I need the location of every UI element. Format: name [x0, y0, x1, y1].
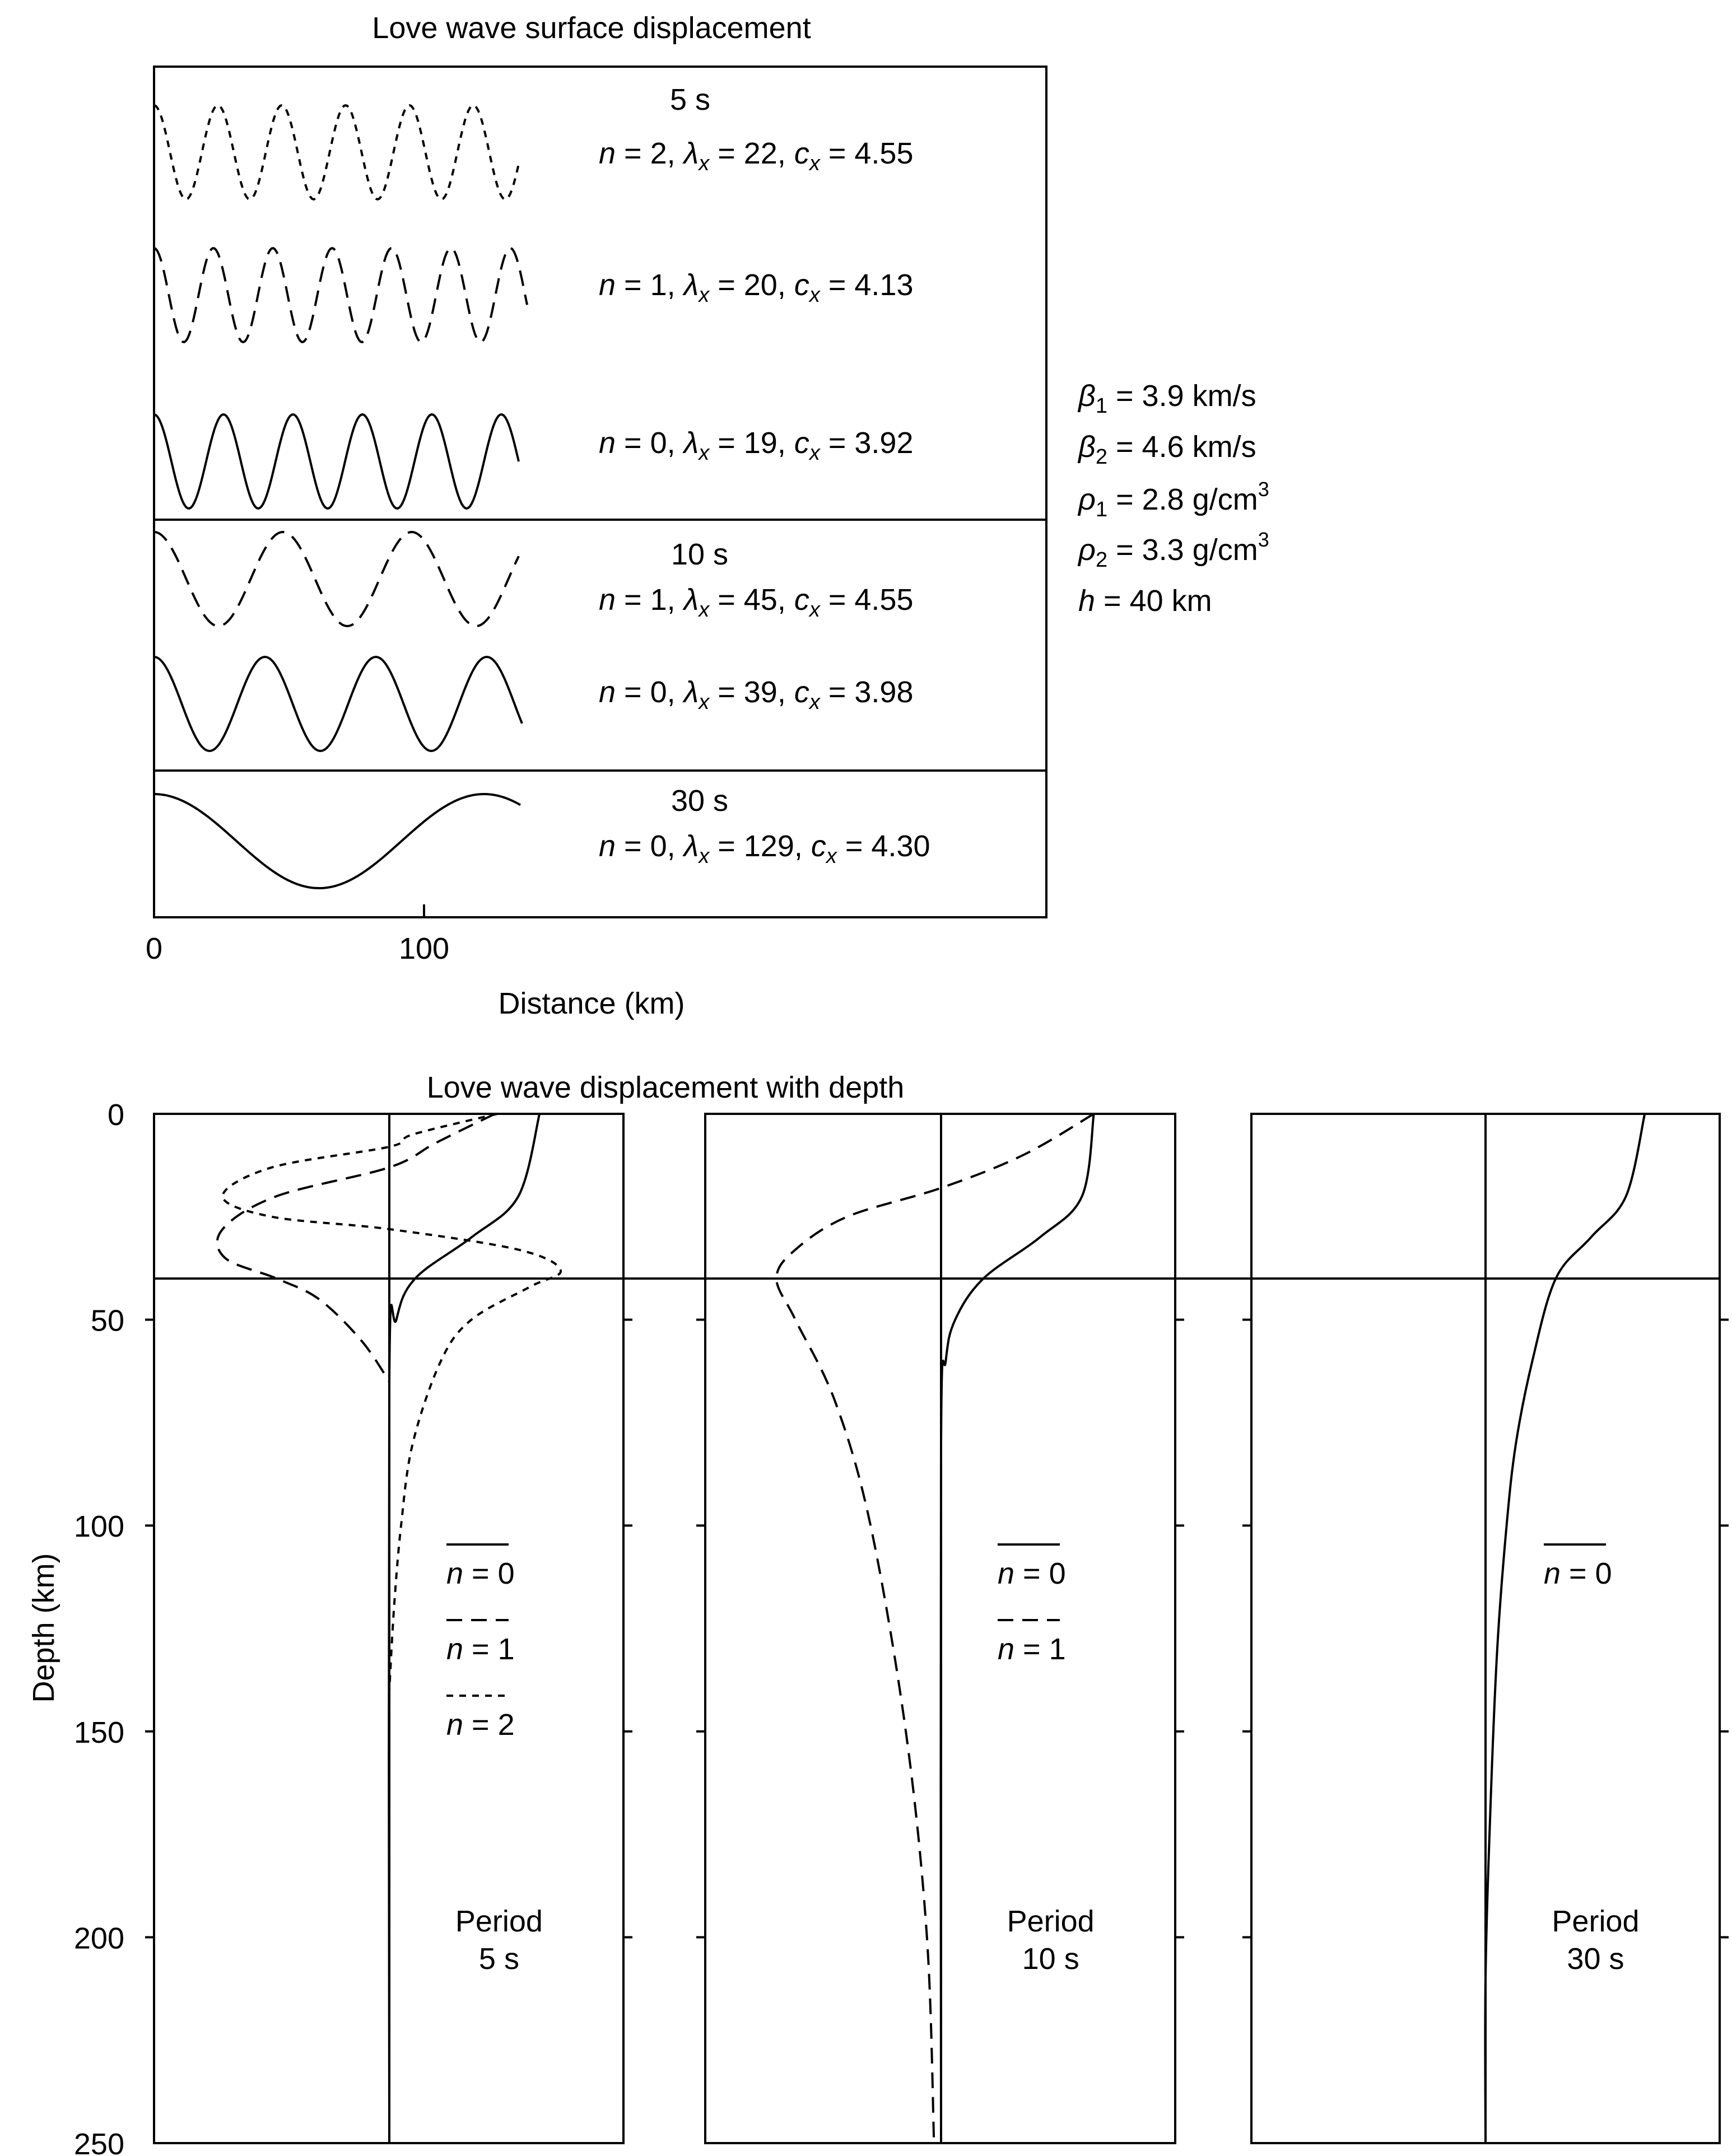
period-value: 30 s — [1567, 1942, 1624, 1976]
x-tick-label: 0 — [146, 932, 162, 965]
depth-curve-n1 — [216, 1113, 496, 1383]
y-tick-label: 200 — [74, 1921, 124, 1955]
legend-label: n = 1 — [998, 1632, 1066, 1666]
period-value: 5 s — [479, 1942, 519, 1976]
legend-label: n = 0 — [446, 1557, 515, 1590]
legend-label: n = 1 — [446, 1632, 515, 1666]
x-axis-label: Distance (km) — [498, 987, 685, 1020]
period-label-5s: 5 s — [670, 83, 710, 116]
wave-trace-n1 — [153, 530, 520, 628]
y-tick-label: 100 — [74, 1510, 124, 1543]
depth-curve-n1 — [775, 1113, 1095, 2144]
y-tick-label: 0 — [108, 1098, 124, 1132]
mode-label: n = 0, λx = 129, cx = 4.30 — [599, 829, 930, 868]
wave-trace-n0 — [153, 413, 520, 510]
depth-displacement-chart: Love wave displacement with depth Depth … — [27, 1071, 1729, 2156]
depth-curve-n0 — [939, 1113, 1095, 2144]
x-tick-label: 100 — [399, 932, 449, 965]
parameter-label: h = 40 km — [1078, 584, 1212, 618]
wave-trace-n0 — [154, 793, 521, 889]
period-label-10s: 10 s — [671, 538, 728, 571]
parameter-label: β2 = 4.6 km/s — [1077, 430, 1256, 469]
legend-label: n = 0 — [998, 1557, 1066, 1590]
wave-trace-n2 — [153, 104, 520, 201]
wave-trace-n1 — [153, 246, 528, 344]
period-label: Period — [455, 1905, 543, 1938]
mode-label: n = 0, λx = 39, cx = 3.98 — [599, 675, 913, 714]
y-tick-label: 250 — [74, 2127, 124, 2156]
surface-displacement-chart: Love wave surface displacement 0 100 Dis… — [146, 11, 1269, 1020]
depth-panel-5s: n = 0 n = 1 n = 2 Period 5 s — [145, 1113, 632, 2144]
depth-chart-title: Love wave displacement with depth — [427, 1071, 905, 1104]
period-label: Period — [1007, 1905, 1095, 1938]
parameter-label: β1 = 3.9 km/s — [1077, 379, 1256, 418]
surface-chart-title: Love wave surface displacement — [372, 11, 811, 45]
depth-curve-n0 — [388, 1113, 541, 2144]
period-label-30s: 30 s — [671, 784, 728, 818]
depth-panel-30s: n = 0 Period 30 s — [1242, 1113, 1729, 2144]
mode-label: n = 1, λx = 20, cx = 4.13 — [599, 268, 913, 307]
period-value: 10 s — [1022, 1942, 1079, 1976]
y-tick-label: 50 — [91, 1304, 124, 1338]
legend-label: n = 2 — [446, 1708, 515, 1742]
y-tick-label: 150 — [74, 1716, 124, 1749]
mode-label: n = 2, λx = 22, cx = 4.55 — [599, 137, 913, 175]
mode-label: n = 0, λx = 19, cx = 3.92 — [599, 426, 913, 465]
period-label: Period — [1552, 1905, 1639, 1938]
wave-trace-n0 — [153, 655, 523, 753]
model-parameters: β1 = 3.9 km/s β2 = 4.6 km/s ρ1 = 2.8 g/cm3… — [1077, 379, 1269, 618]
parameter-label: ρ2 = 3.3 g/cm3 — [1077, 528, 1269, 572]
depth-panel-10s: n = 0 n = 1 Period 10 s — [696, 1113, 1184, 2144]
depth-curve-n2 — [221, 1113, 562, 1691]
mode-label: n = 1, λx = 45, cx = 4.55 — [599, 583, 913, 622]
surface-chart-frame — [153, 66, 1047, 918]
legend-label: n = 0 — [1544, 1557, 1612, 1590]
parameter-label: ρ1 = 2.8 g/cm3 — [1077, 478, 1269, 521]
y-axis-label: Depth (km) — [27, 1553, 60, 1702]
depth-curve-n0 — [1484, 1113, 1646, 2144]
